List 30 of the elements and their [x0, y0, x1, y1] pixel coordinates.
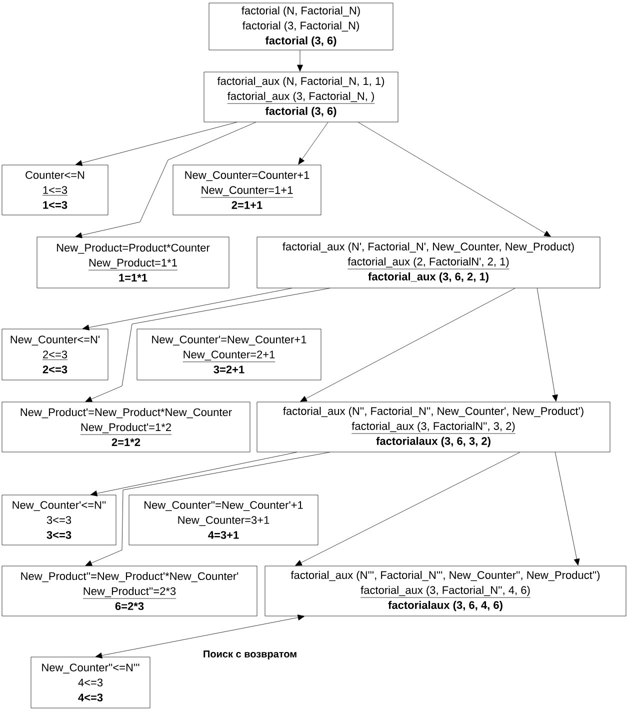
- process-box: factorial_aux (N''', Factorial_N''', New_Counter'', New_Product'') factorial_aux (3, Factorial_N'', 4, 6) factorialaux (3, 6, 4, 6): [264, 566, 626, 616]
- process-box: New_Product=Product*Counter New_Product=1*1 1=1*1: [36, 236, 230, 288]
- process-box: factorial (N, Factorial_N) factorial (3, Factorial_N) factorial (3, 6): [208, 2, 394, 50]
- process-box: New_Counter''<=N''' 4<=3 4<=3: [30, 656, 150, 708]
- arrow: [536, 288, 558, 402]
- arrow: [82, 288, 292, 330]
- arrow: [85, 452, 330, 566]
- process-box: New_Counter<=N' 2<=3 2<=3: [2, 328, 108, 380]
- process-box: New_Counter''=New_Counter'+1 New_Counter=3+1 4=3+1: [128, 494, 318, 546]
- process-box: New_Counter'=New_Counter+1 New_Counter=2+1 3=2+1: [136, 328, 322, 380]
- process-box: Counter<=N 1<=3 1<=3: [2, 164, 108, 216]
- arrow: [300, 288, 516, 402]
- arrow: [95, 614, 305, 658]
- arrow: [75, 122, 256, 238]
- arrow: [75, 122, 238, 166]
- arrow: [90, 452, 298, 496]
- process-box: New_Counter'<=N'' 3<=3 3<=3: [2, 494, 116, 546]
- process-box: New_Counter=Counter+1 New_Counter=1+1 2=1+1: [172, 164, 322, 216]
- arrow: [295, 452, 520, 566]
- arrow: [297, 50, 303, 72]
- process-box: New_Product''=New_Product'*New_Counter' New_Product''=2*3 6=2*3: [2, 566, 258, 616]
- arrow: [298, 122, 328, 165]
- arrow: [85, 288, 330, 402]
- arrow: [358, 122, 551, 237]
- process-box: factorial_aux (N', Factorial_N', New_Counter, New_Product) factorial_aux (2, FactorialN', 2, 1) factorial_aux (3, 6, 2, 1): [256, 236, 600, 288]
- edge-label: Поиск с возвратом: [202, 650, 298, 660]
- process-box: factorial_aux (N'', Factorial_N'', New_Counter', New_Product') factorial_aux (3, FactorialN'', 3, 2) factorialaux (3, 6, 3, 2): [256, 402, 610, 452]
- arrow: [554, 452, 580, 566]
- process-box: factorial_aux (N, Factorial_N, 1, 1) factorial_aux (3, Factorial_N, ) factorial (3, 6): [204, 72, 398, 122]
- process-box: New_Product'=New_Product*New_Counter New_Product'=1*2 2=1*2: [2, 402, 250, 452]
